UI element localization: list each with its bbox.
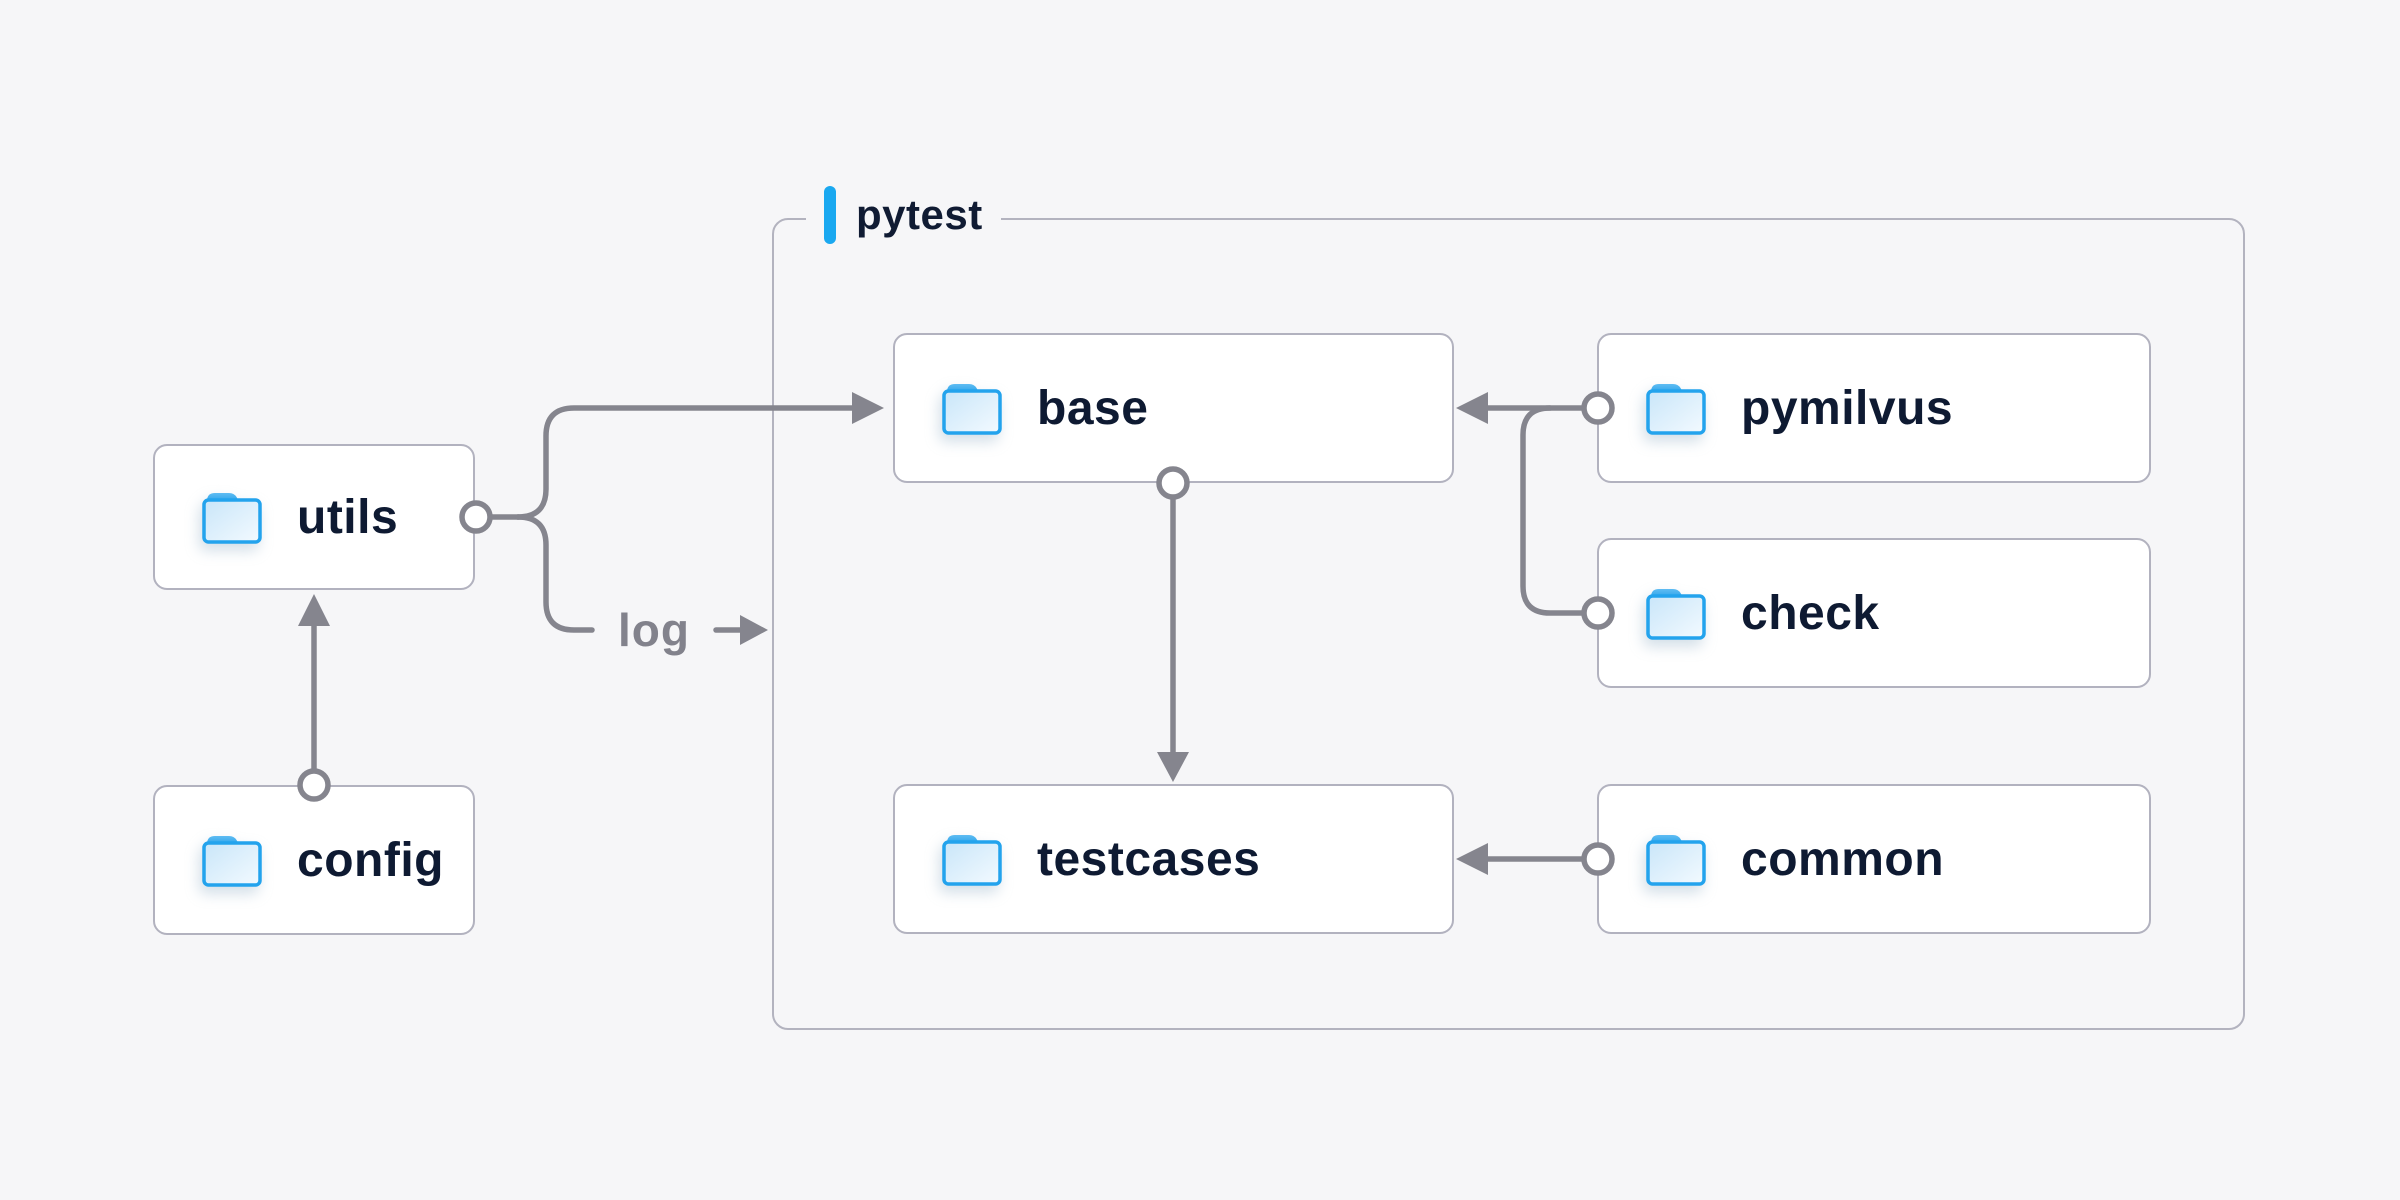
node-label: utils — [297, 490, 399, 544]
node-utils: utils — [153, 444, 475, 590]
folder-icon — [202, 836, 262, 887]
node-label: pymilvus — [1741, 381, 1954, 435]
node-label: testcases — [1037, 832, 1261, 886]
arrowhead-log-group — [740, 615, 768, 645]
edge-label-log: log — [618, 604, 690, 656]
node-pymilvus: pymilvus — [1597, 333, 2151, 483]
node-label: config — [297, 833, 444, 887]
folder-icon — [1646, 384, 1706, 435]
accent-bar — [824, 186, 836, 244]
node-testcases: testcases — [893, 784, 1454, 934]
folder-icon — [202, 493, 262, 544]
pytest-group-label: pytest — [806, 184, 1001, 246]
folder-icon — [1646, 589, 1706, 640]
node-common: common — [1597, 784, 2151, 934]
folder-icon — [942, 384, 1002, 435]
pytest-group-title: pytest — [856, 191, 983, 238]
folder-icon — [942, 835, 1002, 886]
pytest-group — [772, 218, 2245, 1030]
node-check: check — [1597, 538, 2151, 688]
node-base: base — [893, 333, 1454, 483]
folder-icon — [1646, 835, 1706, 886]
edge-utils-log — [515, 514, 595, 633]
arrowhead-config-utils — [298, 594, 330, 626]
node-config: config — [153, 785, 475, 935]
node-label: common — [1741, 832, 1945, 886]
node-label: check — [1741, 586, 1880, 640]
node-label: base — [1037, 381, 1149, 435]
